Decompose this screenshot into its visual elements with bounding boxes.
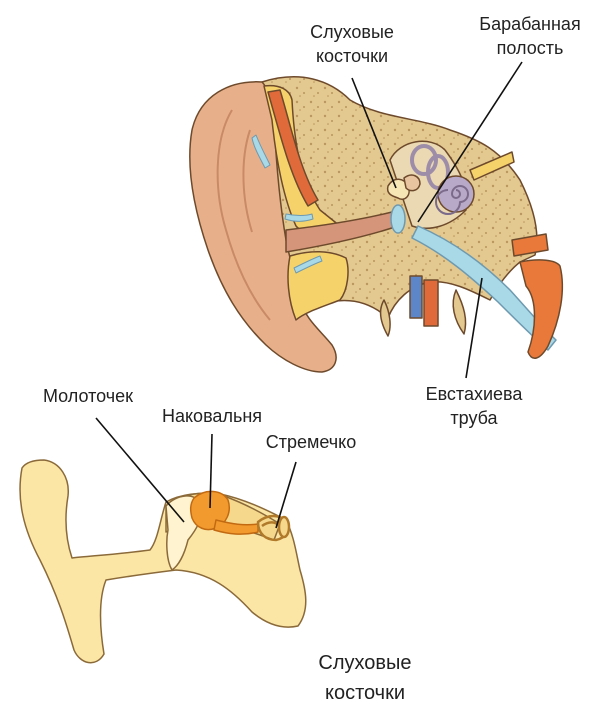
ossicles-detail-diagram	[19, 459, 307, 664]
label-stapes: Стремечко	[265, 432, 357, 452]
semicircular-canals	[410, 144, 450, 190]
upper-vessel	[267, 89, 319, 207]
label-tympanic-line2: полость	[496, 38, 564, 58]
blue-vessel	[409, 275, 423, 319]
pharynx-tissue	[519, 259, 564, 359]
bottom-leader-lines	[95, 417, 297, 529]
top-leader-lines	[351, 61, 523, 379]
cochlea	[435, 175, 475, 215]
caption-line2: косточки	[324, 682, 406, 704]
caption-line1: Слуховые	[318, 652, 412, 674]
red-vessel	[423, 279, 439, 327]
label-eustachian-line2: труба	[450, 408, 498, 428]
eardrum	[390, 204, 406, 234]
label-tympanic-cavity: Барабанная полость	[466, 12, 594, 60]
label-eustachian-line1: Евстахиева	[425, 384, 523, 404]
label-malleus: Молоточек	[42, 386, 134, 406]
label-ossicles: Слуховые косточки	[296, 20, 408, 68]
label-ossicles-line1: Слуховые	[310, 22, 394, 42]
eustachian-tube-shape	[411, 225, 557, 351]
label-tympanic-line1: Барабанная	[479, 14, 581, 34]
label-eustachian-tube: Евстахиева труба	[410, 382, 538, 430]
ossicles-small	[386, 178, 410, 200]
label-incus: Наковальня	[161, 406, 263, 426]
auditory-nerve	[469, 151, 515, 181]
outer-ear-bone	[19, 459, 307, 664]
label-ossicles-line2: косточки	[315, 46, 389, 66]
ear-cross-section	[189, 76, 564, 373]
caption-ossicles: Слуховые косточки	[300, 648, 430, 708]
stapes-bone	[256, 514, 291, 542]
